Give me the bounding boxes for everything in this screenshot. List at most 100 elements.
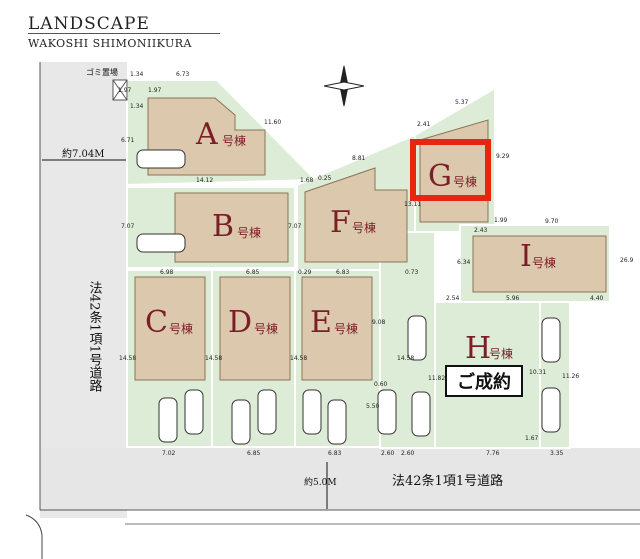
dimension-label: 6.34: [457, 259, 471, 266]
dimension-label: 1.99: [494, 217, 508, 224]
car-D1: [231, 399, 251, 445]
dimension-label: 3.35: [550, 450, 564, 457]
cars: [136, 149, 561, 445]
dimension-label: 6.85: [246, 269, 260, 276]
lot-G-highlight: [410, 139, 491, 201]
dimension-label: 6.71: [121, 137, 135, 144]
house-I: [472, 235, 607, 293]
car-A: [136, 149, 186, 169]
dimension-label: 0.73: [405, 269, 419, 276]
dimension-label: 9.08: [372, 319, 386, 326]
dimension-label: 4.40: [590, 295, 604, 302]
south-road-label: 法42条1項1号道路: [392, 473, 503, 489]
dimension-label: 9.29: [496, 153, 510, 160]
dimension-label: 1.97: [148, 87, 162, 94]
car-C2: [184, 389, 204, 435]
lot-G-suffix: 号棟: [453, 174, 477, 189]
dimension-label: 11.82: [428, 375, 445, 382]
lot-D-letter: D: [228, 305, 252, 340]
dimension-label: 26.9: [620, 257, 634, 264]
lot-E-letter: E: [310, 305, 332, 340]
house-E: [301, 276, 373, 381]
dimension-label: 1.68: [300, 177, 314, 184]
lot-F-suffix: 号棟: [352, 220, 376, 235]
dimension-label: 7.07: [121, 223, 135, 230]
dimension-label: 5.37: [455, 99, 469, 106]
car-C1: [158, 397, 178, 443]
dimension-label: 8.81: [352, 155, 366, 162]
car-D2: [257, 389, 277, 435]
sold-badge: [445, 365, 523, 397]
lot-G-letter: G: [428, 159, 452, 194]
dimension-label: 9.70: [545, 218, 559, 225]
dimension-label: 10.31: [529, 369, 546, 376]
south-road: [40, 448, 640, 510]
west-road: [40, 62, 127, 518]
dimension-label: 5.96: [506, 295, 520, 302]
house-F: [304, 167, 408, 263]
lot-F-letter: F: [330, 205, 351, 240]
dimension-label: 14.58: [290, 355, 307, 362]
dimension-label: 2.60: [401, 450, 415, 457]
dimension-label: 14.12: [196, 177, 213, 184]
dimension-label: 2.43: [474, 227, 488, 234]
dimension-label: 14.58: [205, 355, 222, 362]
west-road-label: 法42条1項1号道路: [87, 281, 103, 393]
west-road-width: 約7.04M: [62, 147, 105, 160]
dimension-label: 7.76: [486, 450, 500, 457]
dimension-label: 6.83: [336, 269, 350, 276]
dimension-label: 0.29: [298, 269, 312, 276]
lot-I-letter: I: [520, 239, 532, 274]
car-H: [541, 317, 561, 363]
dimension-label: 14.58: [119, 355, 136, 362]
lot-A-letter: A: [195, 117, 218, 152]
compass-icon: [323, 65, 365, 107]
lot-labels: A 号棟 B 号棟 C 号棟 D 号棟 E 号棟 F 号棟 G 号棟 H 号棟 …: [145, 117, 556, 366]
house-D: [219, 276, 291, 381]
dimension-label: 5.50: [366, 403, 380, 410]
lot-C-letter: C: [145, 305, 168, 340]
dimension-label: 6.98: [160, 269, 174, 276]
dimension-label: 2.41: [417, 121, 431, 128]
lot-H-letter: H: [465, 331, 491, 366]
car-G1: [407, 315, 427, 361]
dimension-label: 7.07: [288, 223, 302, 230]
road-curb-corner: [25, 514, 43, 559]
dimension-label: 0.60: [374, 381, 388, 388]
dimension-label: 1.34: [130, 71, 144, 78]
dimension-label: 1.67: [525, 435, 539, 442]
dimension-label: 2.60: [381, 450, 395, 457]
dimension-label: 0.25: [318, 175, 332, 182]
dimension-label: 1.34: [130, 103, 144, 110]
dimension-label: 7.02: [162, 450, 176, 457]
car-F: [377, 389, 397, 435]
title-underline: [28, 33, 220, 34]
lot-H-suffix: 号棟: [489, 346, 513, 361]
car-B: [136, 233, 186, 253]
page-title: LANDSCAPE: [28, 14, 150, 34]
lot-C-suffix: 号棟: [169, 321, 193, 336]
dimension-label: 6.83: [328, 450, 342, 457]
lot-B-suffix: 号棟: [237, 225, 261, 240]
sold-badge-text: ご成約: [457, 371, 511, 393]
dimension-label: 11.60: [264, 119, 281, 126]
dimension-label: 6.85: [247, 450, 261, 457]
lot-I-suffix: 号棟: [532, 255, 556, 270]
dimension-label: 14.58: [397, 355, 414, 362]
gomi-label: ゴミ置場: [86, 67, 118, 77]
car-E2: [327, 399, 347, 445]
dimension-label: 13.11: [404, 201, 421, 208]
gomi-box-cross: [112, 79, 128, 101]
dimension-label: 11.26: [562, 373, 579, 380]
south-road-width: 約5.0M: [304, 476, 337, 488]
lot-D-suffix: 号棟: [254, 321, 278, 336]
lot-B-letter: B: [212, 209, 234, 244]
dimension-label: 2.54: [446, 295, 460, 302]
car-G2: [411, 391, 431, 437]
car-E1: [302, 389, 322, 435]
lot-A-suffix: 号棟: [222, 133, 246, 148]
house-C: [134, 276, 206, 381]
lot-E-suffix: 号棟: [334, 321, 358, 336]
